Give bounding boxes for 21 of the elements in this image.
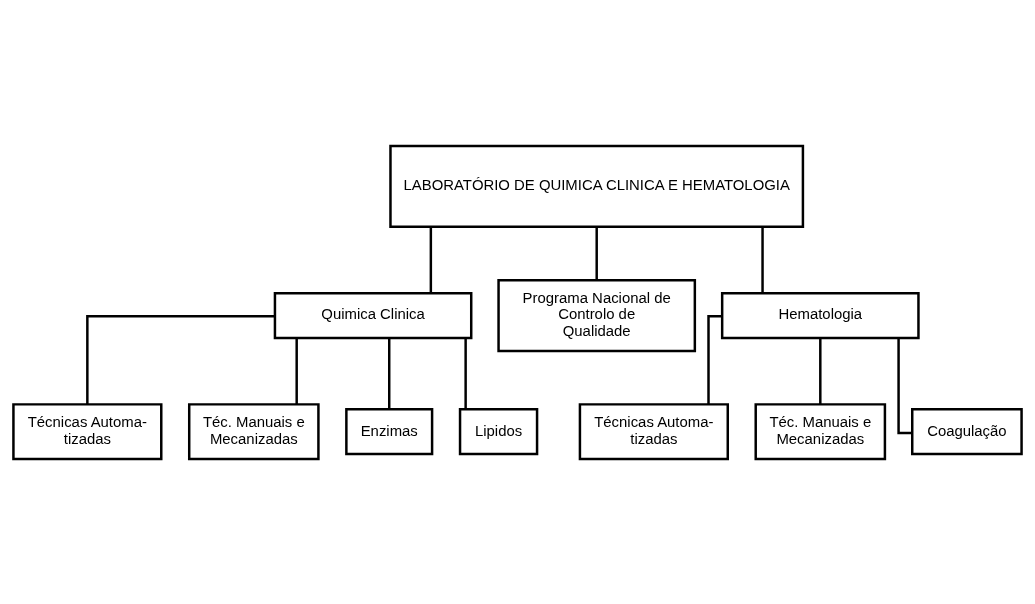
node-box: Coagulação: [911, 407, 1023, 455]
connector: [86, 314, 275, 404]
connector: [388, 337, 391, 409]
connector: [295, 337, 298, 404]
node-box: Enzimas: [345, 407, 434, 455]
connector: [761, 226, 764, 293]
node-box: Téc. Manuais e Mecanizadas: [754, 402, 887, 460]
connector: [819, 337, 822, 404]
node-box: Hematologia: [720, 291, 920, 339]
node-box: Programa Nacional de Controlo de Qualidade: [497, 278, 697, 352]
node-box: Técnicas Automa- tizadas: [12, 402, 163, 460]
connector: [429, 226, 433, 293]
node-box: Quimica Clinica: [273, 291, 473, 339]
connector: [464, 337, 467, 409]
node-box: LABORATÓRIO DE QUIMICA CLINICA E HEMATOLOGIA: [389, 144, 805, 228]
connector: [707, 314, 722, 404]
connector: [595, 226, 598, 280]
node-box: Lipidos: [458, 407, 539, 455]
node-box: Técnicas Automa- tizadas: [578, 402, 729, 460]
connector: [897, 337, 913, 434]
node-box: Téc. Manuais e Mecanizadas: [188, 402, 320, 460]
